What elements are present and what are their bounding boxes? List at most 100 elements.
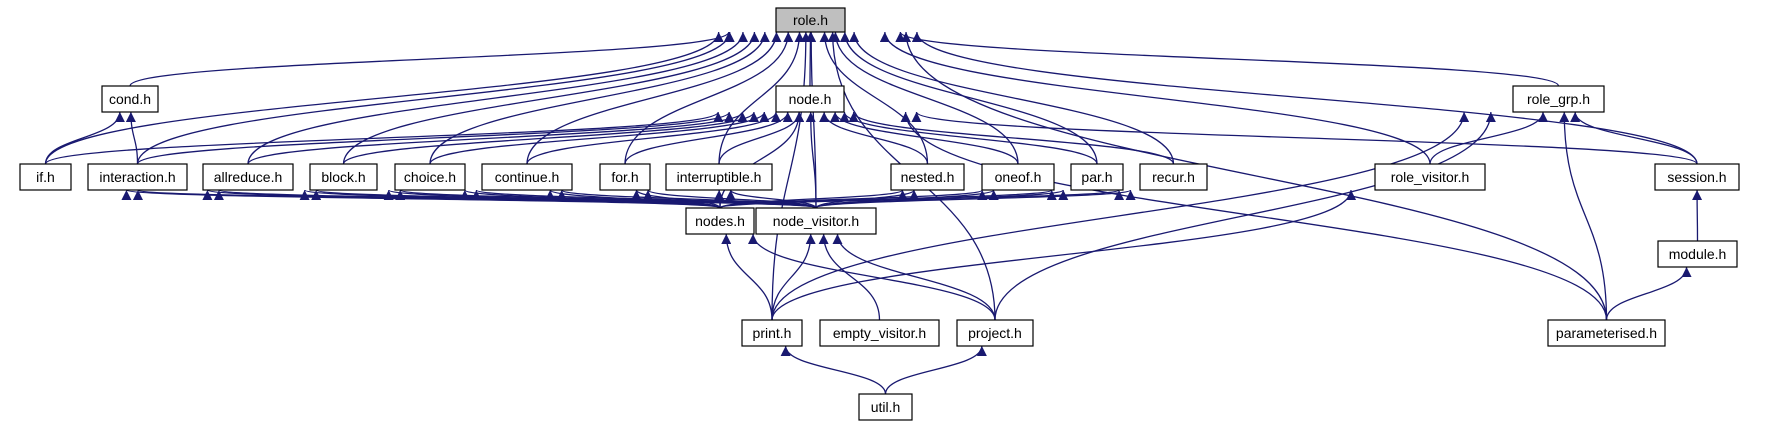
node-node-visitor[interactable]: node_visitor.h <box>755 207 877 235</box>
node-util[interactable]: util.h <box>858 393 913 421</box>
node-cond[interactable]: cond.h <box>101 85 159 113</box>
edge-continue-to-role <box>526 31 782 165</box>
edge-oneof-to-role <box>830 31 1019 165</box>
edge-nodes-to-for <box>631 189 721 209</box>
node-project[interactable]: project.h <box>956 319 1034 347</box>
node-node-box <box>775 85 845 113</box>
node-nodes[interactable]: nodes.h <box>685 207 755 235</box>
node-recur-label: recur.h <box>1152 169 1195 185</box>
edge-if-to-node <box>44 111 723 165</box>
node-util-label: util.h <box>871 399 901 415</box>
node-project-label: project.h <box>968 325 1022 341</box>
node-print-label: print.h <box>753 325 792 341</box>
node-recur[interactable]: recur.h <box>1139 163 1208 191</box>
node-print[interactable]: print.h <box>741 319 803 347</box>
edge-interaction-to-node <box>136 111 735 165</box>
node-block-label: block.h <box>321 169 365 185</box>
edge-par-to-role <box>839 31 1098 165</box>
edge-parameterised-to-module <box>1605 266 1692 321</box>
node-nested-label: nested.h <box>901 169 955 185</box>
edge-parameterised-to-node <box>900 111 1608 321</box>
node-role-box <box>775 7 846 33</box>
node-project-box <box>956 319 1034 347</box>
node-nodes-label: nodes.h <box>695 213 745 229</box>
node-cond-label: cond.h <box>109 91 151 107</box>
node-interruptible-box <box>665 163 773 191</box>
edge-cond-to-role <box>129 31 734 87</box>
node-if-box <box>19 163 72 191</box>
node-choice-box <box>394 163 466 191</box>
node-interaction-label: interaction.h <box>99 169 175 185</box>
edge-util-to-print <box>780 345 887 395</box>
node-for[interactable]: for.h <box>599 163 651 191</box>
node-module-label: module.h <box>1669 246 1727 262</box>
node-node-label: node.h <box>789 91 832 107</box>
node-role[interactable]: role.h <box>775 7 846 33</box>
node-block[interactable]: block.h <box>309 163 378 191</box>
edge-node_visitor-to-recur <box>815 189 1136 209</box>
node-role-label: role.h <box>793 12 828 28</box>
node-session-label: session.h <box>1667 169 1726 185</box>
edge-nested-to-node <box>819 111 929 165</box>
edge-session-to-role_grp <box>1570 111 1698 165</box>
edge-choice-to-node <box>429 111 770 165</box>
node-continue-box <box>481 163 573 191</box>
edge-allreduce-to-node <box>247 111 748 165</box>
edge-parameterised-to-role_grp <box>1559 111 1608 321</box>
node-if[interactable]: if.h <box>19 163 72 191</box>
node-par[interactable]: par.h <box>1070 163 1124 191</box>
node-node[interactable]: node.h <box>775 85 845 113</box>
node-nested[interactable]: nested.h <box>890 163 965 191</box>
edge-role_grp-to-role <box>895 31 1560 87</box>
node-module[interactable]: module.h <box>1657 240 1738 268</box>
node-choice-label: choice.h <box>404 169 456 185</box>
node-session[interactable]: session.h <box>1654 163 1740 191</box>
edge-print-to-role_visitor <box>771 189 1356 321</box>
edge-interruptible-to-node <box>718 111 805 165</box>
dependency-edges <box>44 31 1703 395</box>
edge-nodes-to-recur <box>719 189 1124 209</box>
node-interaction-box <box>87 163 188 191</box>
edge-nested-to-role <box>819 31 929 165</box>
node-par-box <box>1070 163 1124 191</box>
edge-role_visitor-to-role_grp <box>1429 111 1549 165</box>
edge-par-to-node <box>839 111 1098 165</box>
edge-continue-to-node <box>526 111 781 165</box>
node-for-box <box>599 163 651 191</box>
edge-session-to-node <box>911 111 1698 165</box>
edge-allreduce-to-role <box>247 31 748 165</box>
node-continue-label: continue.h <box>495 169 560 185</box>
node-cond-box <box>101 85 159 113</box>
node-recur-box <box>1139 163 1208 191</box>
node-empty-visitor[interactable]: empty_visitor.h <box>819 319 940 347</box>
edge-for-to-node <box>624 111 793 165</box>
node-interruptible-label: interruptible.h <box>677 169 762 185</box>
edge-print-to-nodes <box>721 233 773 321</box>
edge-block-to-role <box>342 31 760 165</box>
edge-interruptible-to-role <box>718 31 805 165</box>
edge-node_visitor-to-node <box>805 111 817 209</box>
node-session-box <box>1654 163 1740 191</box>
node-role-visitor[interactable]: role_visitor.h <box>1374 163 1486 191</box>
node-interruptible[interactable]: interruptible.h <box>665 163 773 191</box>
edge-empty_visitor-to-node_visitor <box>818 233 881 321</box>
edge-interaction-to-cond <box>125 111 139 165</box>
node-parameterised[interactable]: parameterised.h <box>1547 319 1666 347</box>
node-role-grp[interactable]: role_grp.h <box>1512 85 1605 113</box>
edge-print-to-role <box>771 31 811 321</box>
node-for-label: for.h <box>611 169 638 185</box>
node-par-label: par.h <box>1081 169 1112 185</box>
node-oneof[interactable]: oneof.h <box>981 163 1055 191</box>
node-empty-visitor-box <box>819 319 940 347</box>
node-util-box <box>858 393 913 421</box>
node-nodes-box <box>685 207 755 235</box>
edge-print-to-role_grp <box>771 111 1470 321</box>
node-choice[interactable]: choice.h <box>394 163 466 191</box>
edge-interaction-to-role <box>136 31 735 165</box>
edge-recur-to-role <box>849 31 1175 165</box>
edge-parameterised-to-role <box>901 31 1608 321</box>
node-continue[interactable]: continue.h <box>481 163 573 191</box>
node-allreduce[interactable]: allreduce.h <box>202 163 294 191</box>
node-interaction[interactable]: interaction.h <box>87 163 188 191</box>
